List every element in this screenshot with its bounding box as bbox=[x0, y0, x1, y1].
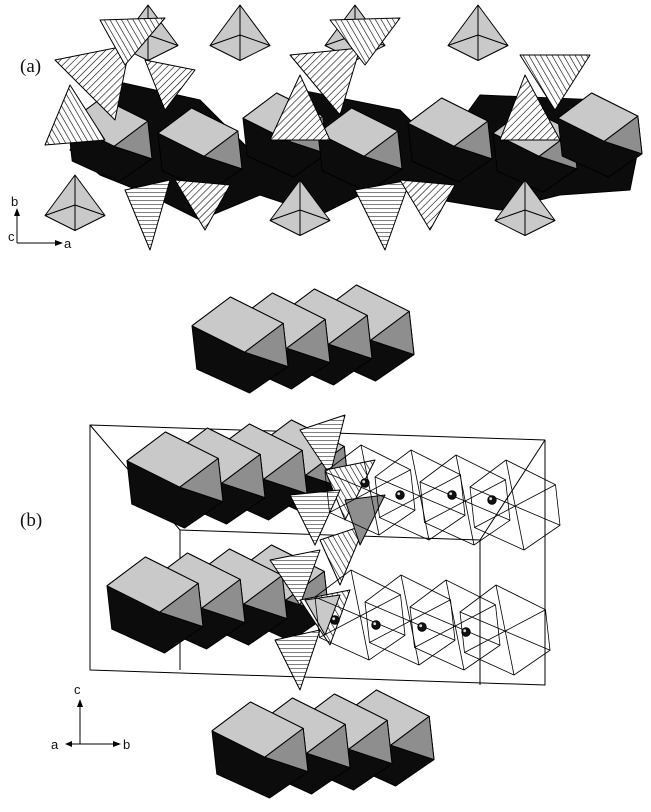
hatched-tetrahedron-b-4 bbox=[319, 524, 366, 586]
cation-atom-7-highlight bbox=[419, 624, 423, 628]
hatched-tetrahedron-a-2 bbox=[99, 17, 166, 66]
panel-b-polyhedra bbox=[89, 284, 561, 799]
wireframe-octahedron-1-edge bbox=[360, 444, 380, 536]
top-pyramid-4-edge bbox=[477, 34, 509, 46]
unit-cell-inner bbox=[479, 439, 546, 541]
hatched-tetrahedron-a-7 bbox=[269, 74, 331, 141]
cation-atom-3-highlight bbox=[449, 492, 453, 496]
wireframe-octahedron-1-edge bbox=[324, 471, 416, 511]
bottom-pyramid-2-edge bbox=[269, 209, 301, 221]
wireframe-octahedron-6-edge bbox=[400, 574, 420, 666]
bottom-pyramid-1-edge bbox=[44, 204, 76, 216]
octahedron-stack-top-3-face bbox=[328, 314, 373, 360]
wireframe-octahedron-5-edge bbox=[350, 569, 370, 661]
octahedron-stack-top-4-face bbox=[370, 310, 415, 356]
wireframe-octahedron-4-edge bbox=[469, 486, 561, 526]
octahedron-stack-top-2-face bbox=[286, 318, 331, 364]
octahedron-a-2-face bbox=[203, 130, 243, 170]
panel-a-axes: b c a bbox=[8, 194, 72, 251]
octahedron-stack-bottom-1-face bbox=[264, 727, 309, 773]
panel-a-label: (a) bbox=[20, 56, 42, 77]
bottom-pyramid-3-edge bbox=[524, 209, 556, 221]
hatched-tetrahedron-b-1 bbox=[299, 414, 346, 476]
top-pyramid-2-edge bbox=[239, 34, 271, 46]
hatched-tetrahedron-a-6 bbox=[329, 17, 401, 66]
cation-atom-1-highlight bbox=[362, 480, 366, 484]
octahedron-a-4-face bbox=[363, 130, 403, 170]
hatched-tetrahedron-a-3 bbox=[144, 59, 196, 111]
bottom-pyramid-2-edge bbox=[299, 209, 331, 221]
hatched-tetrahedron-b-5 bbox=[269, 549, 321, 606]
panel-b-label: (b) bbox=[20, 510, 43, 531]
octahedron-stack-lower-3-face bbox=[243, 574, 288, 620]
octahedron-a-5-face bbox=[453, 120, 493, 160]
cation-atom-4-highlight bbox=[489, 497, 493, 501]
axis-a-label: a bbox=[51, 737, 59, 752]
octahedron-stack-upper-3-face bbox=[263, 449, 308, 495]
cation-atom-5-highlight bbox=[332, 617, 336, 621]
octahedron-a-7-face bbox=[603, 115, 643, 155]
axis-c-label: c bbox=[74, 682, 81, 697]
unit-cell-front bbox=[89, 424, 546, 686]
wireframe-octahedron-8-edge bbox=[495, 584, 515, 676]
cation-atom-3 bbox=[447, 490, 457, 500]
octahedron-stack-upper-1-face bbox=[179, 457, 224, 503]
cation-atom-6-highlight bbox=[373, 622, 377, 626]
axis-b-label: b bbox=[123, 737, 130, 752]
hatched-tetrahedron-b-3 bbox=[289, 489, 341, 546]
wireframe-octahedron-2-edge bbox=[410, 449, 430, 541]
hatched-tetrahedron-a-9 bbox=[499, 74, 561, 141]
hatched-tetrahedron-a-8 bbox=[519, 54, 591, 111]
octahedron-stack-lower-2-face bbox=[201, 578, 246, 624]
cation-atom-5 bbox=[330, 615, 340, 625]
wireframe-octahedron-3-edge bbox=[455, 454, 475, 546]
axis-c-label: c bbox=[8, 229, 15, 244]
octahedron-a-1-face bbox=[113, 120, 153, 160]
bottom-pyramid-1-edge bbox=[74, 204, 106, 216]
cation-atom-2-highlight bbox=[397, 492, 401, 496]
hatched-tetrahedron-a-10 bbox=[124, 179, 171, 251]
top-pyramid-1-edge bbox=[147, 34, 179, 46]
unit-cell-inner bbox=[179, 529, 481, 541]
octahedron-stack-lower-1-face bbox=[159, 582, 204, 628]
axis-b-label: b bbox=[11, 194, 18, 209]
cation-atom-4 bbox=[487, 495, 497, 505]
cation-atom-8 bbox=[461, 627, 471, 637]
cation-atom-7 bbox=[417, 622, 427, 632]
panel-b-axes: c a b bbox=[51, 682, 130, 752]
panel-a-polyhedra bbox=[44, 4, 643, 251]
octahedron-stack-top-1-face bbox=[244, 322, 289, 368]
wireframe-octahedron-5-edge bbox=[314, 596, 406, 636]
bottom-pyramid-3-edge bbox=[494, 209, 526, 221]
wireframe-octahedron-7-edge bbox=[409, 606, 501, 646]
hatched-tetrahedron-a-1 bbox=[54, 44, 131, 121]
top-pyramid-2-edge bbox=[209, 34, 241, 46]
octahedron-stack-upper-2-face bbox=[221, 453, 266, 499]
cation-atom-6 bbox=[371, 620, 381, 630]
wireframe-octahedron-3-edge bbox=[419, 481, 511, 521]
cation-atom-8-highlight bbox=[463, 629, 467, 633]
octahedron-stack-bottom-2-face bbox=[306, 723, 351, 769]
top-pyramid-4-edge bbox=[447, 34, 479, 46]
gray-tetrahedron-b-1 bbox=[344, 494, 386, 546]
hatched-tetrahedron-a-11 bbox=[354, 179, 411, 251]
hatched-tetrahedron-a-5 bbox=[289, 47, 361, 116]
wireframe-octahedron-4-edge bbox=[505, 459, 525, 551]
octahedron-stack-bottom-3-face bbox=[348, 719, 393, 765]
cation-atom-2 bbox=[395, 490, 405, 500]
wireframe-octahedron-8-edge bbox=[459, 611, 551, 651]
hatched-tetrahedron-b-7 bbox=[274, 629, 321, 691]
axis-a-label: a bbox=[64, 236, 72, 251]
hatched-tetrahedron-a-4 bbox=[44, 84, 106, 146]
hatched-tetrahedron-a-12 bbox=[174, 179, 231, 231]
cation-atom-1 bbox=[360, 478, 370, 488]
hatched-tetrahedron-a-13 bbox=[399, 179, 456, 231]
octahedron-stack-bottom-4-face bbox=[390, 715, 435, 761]
wireframe-octahedron-7-edge bbox=[445, 579, 465, 671]
gray-tetrahedron-b-2 bbox=[304, 594, 341, 636]
